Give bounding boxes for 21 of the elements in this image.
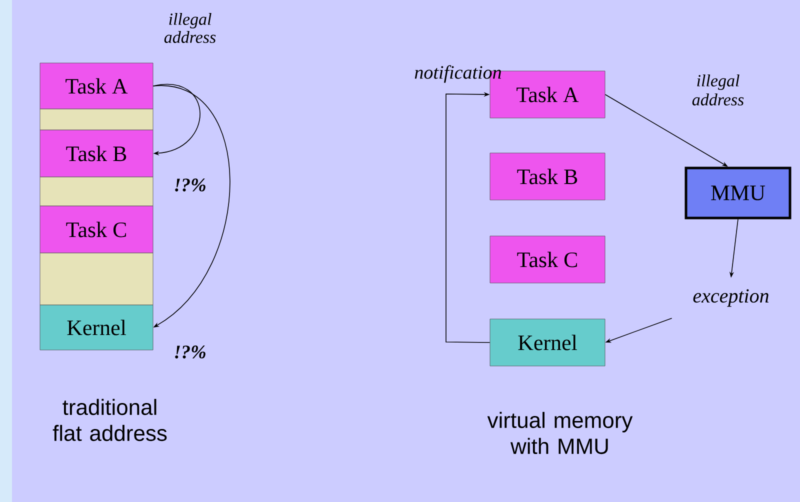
memory-block	[40, 108, 154, 130]
kernel-box: Kernel	[40, 304, 154, 350]
arrow	[152, 86, 230, 328]
task-box: Task B	[490, 152, 606, 200]
exception-text: exception	[693, 289, 768, 307]
mmu-box: MMU	[684, 166, 792, 220]
task-box: Task B	[40, 130, 154, 178]
task-box: Task C	[490, 236, 606, 284]
edge-label: !?%	[175, 178, 206, 192]
memory-block	[40, 176, 154, 206]
arrow	[446, 92, 490, 343]
caption: traditional flat address	[52, 398, 167, 442]
task-box: Task A	[40, 62, 154, 110]
task-box: Task C	[40, 206, 154, 254]
edge-label: !?%	[175, 346, 206, 358]
illegal-address-label: illegal address	[164, 13, 216, 43]
edge-label: illegal address	[692, 74, 744, 106]
memory-block	[40, 252, 154, 306]
caption: virtual memory with MMU	[487, 412, 633, 454]
kernel-box: Kernel	[490, 318, 606, 366]
arrow	[152, 84, 200, 156]
